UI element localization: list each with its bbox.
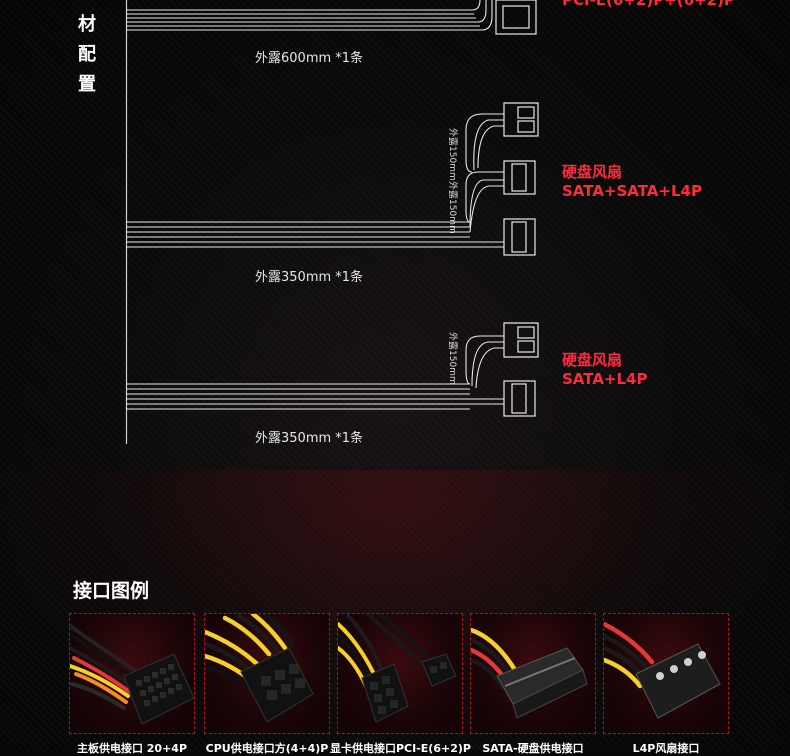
cable-diagram xyxy=(125,0,539,444)
cable-3-segment-1: 外露150mm xyxy=(447,332,457,385)
side-title-char-2: 配 xyxy=(78,44,96,65)
cable-1-wires xyxy=(126,0,493,31)
legend-caption-atx: 主板供电接口 20+4P xyxy=(76,742,188,755)
cable-2-length: 外露350mm *1条 xyxy=(255,270,364,285)
cable-3-connectors xyxy=(503,322,539,417)
cable-2-segment-2: 外露150mm xyxy=(447,181,457,234)
cable-2-connector-spec: SATA+SATA+L4P xyxy=(562,182,702,200)
cable-3-connector-spec: SATA+L4P xyxy=(562,370,648,388)
legend-card-sata xyxy=(470,613,596,734)
cable-2-connector-name: 硬盘风扇 xyxy=(562,163,623,181)
cable-3-connector-name: 硬盘风扇 xyxy=(562,351,623,369)
molex-4pin-connector-icon xyxy=(604,621,721,719)
legend-card-pcie xyxy=(337,613,463,734)
legend-card-cpu xyxy=(204,613,330,734)
legend-card-molex xyxy=(603,613,729,734)
cable-2-segment-1: 外露150mm xyxy=(447,128,457,181)
cable-1-length: 外露600mm *1条 xyxy=(255,51,364,66)
cable-3-length: 外露350mm *1条 xyxy=(255,431,364,446)
cable-2-connectors xyxy=(503,102,539,256)
side-title-char-1: 材 xyxy=(78,14,96,35)
cpu-8pin-connector-icon xyxy=(205,614,314,723)
side-title-char-3: 置 xyxy=(78,74,96,95)
cable-1-connector xyxy=(495,0,537,35)
cable-3-wires xyxy=(126,335,504,410)
legend-caption-cpu: CPU供电接口方(4+4)P xyxy=(205,742,329,755)
atx-24pin-connector-icon xyxy=(70,624,194,725)
legend-caption-sata: SATA-硬盘供电接口 xyxy=(482,742,584,755)
sata-connector-icon xyxy=(471,627,588,719)
legend-title: 接口图例 xyxy=(73,580,150,602)
cable-1-connector-label: PCI-E(6+2)P+(6+2)P xyxy=(562,0,735,9)
pcie-8pin-connector-icon xyxy=(338,614,457,723)
legend-card-atx xyxy=(69,613,195,734)
cable-2-wires xyxy=(126,113,504,248)
legend-caption-molex: L4P风扇接口 xyxy=(632,742,700,755)
legend-caption-pcie: 显卡供电接口PCI-E(6+2)P xyxy=(330,742,471,755)
